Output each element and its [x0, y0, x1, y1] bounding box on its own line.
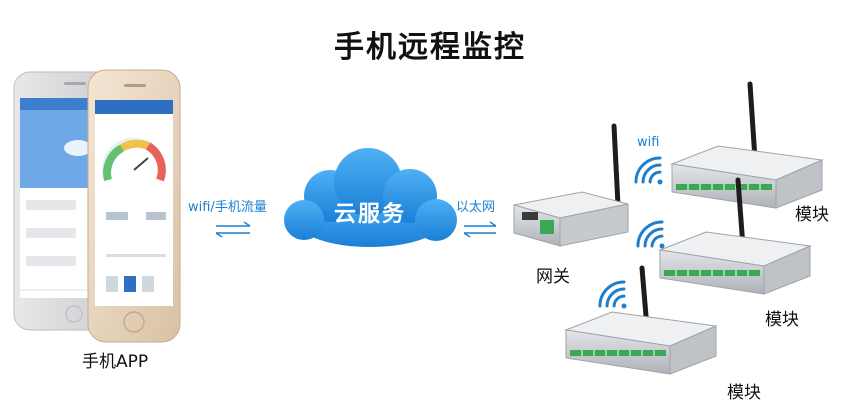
ethernet-link-label: 以太网 [456, 200, 496, 215]
io-module-icon [658, 177, 812, 295]
wifi-signal-icon [636, 220, 665, 249]
bidirectional-arrow-icon [215, 221, 251, 238]
module-label: 模块 [765, 310, 799, 330]
phone-app-label: 手机APP [82, 352, 149, 372]
bidirectional-arrow-icon [463, 221, 497, 238]
gateway-device-icon [513, 123, 629, 247]
wifi-signal-icon [634, 156, 663, 185]
gateway-label: 网关 [536, 267, 570, 287]
wifi-mobile-link-label: wifi/手机流量 [188, 200, 267, 215]
wifi-signal-icon [598, 280, 627, 309]
wifi-link-label: wifi [637, 135, 660, 150]
diagram-title: 手机远程监控 [334, 30, 526, 65]
phone-icon [13, 69, 181, 343]
module-label: 模块 [727, 383, 761, 403]
io-module-icon [670, 81, 824, 209]
cloud-icon [284, 148, 457, 247]
module-label: 模块 [795, 205, 829, 225]
cloud-service-label: 云服务 [333, 202, 406, 227]
io-module-icon [564, 265, 718, 375]
antenna-icon [611, 123, 621, 208]
